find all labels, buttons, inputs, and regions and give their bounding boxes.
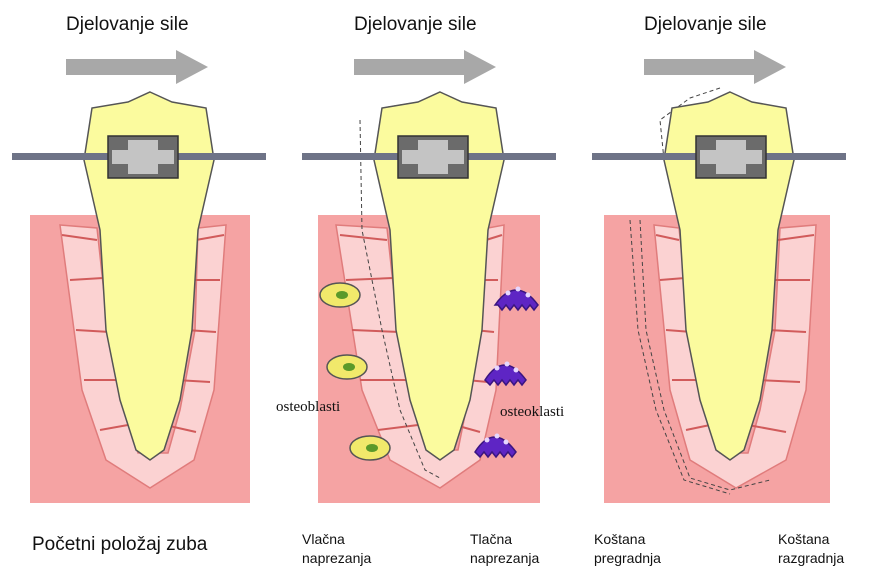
label-osteoblasts: osteoblasti bbox=[276, 399, 340, 416]
bracket bbox=[696, 136, 766, 178]
caption-bone-resorption: Koštana razgradnja bbox=[778, 530, 844, 568]
osteoblast-cell bbox=[327, 355, 367, 379]
force-arrow bbox=[354, 50, 504, 84]
osteoblast-cell bbox=[320, 283, 360, 307]
osteoblast-cell bbox=[350, 436, 390, 460]
tooth-diagram bbox=[580, 80, 870, 510]
tooth-diagram bbox=[0, 80, 290, 510]
force-title: Djelovanje sile bbox=[66, 14, 189, 36]
bracket bbox=[108, 136, 178, 178]
panel-force-applied: Djelovanje sile bbox=[290, 0, 580, 578]
force-arrow bbox=[644, 50, 794, 84]
bracket bbox=[398, 136, 468, 178]
force-title: Djelovanje sile bbox=[644, 14, 767, 36]
force-arrow bbox=[66, 50, 216, 84]
panel-remodeling: Djelovanje sile Koštana bbox=[580, 0, 870, 578]
panel-initial: Djelovanje sile Poče bbox=[0, 0, 290, 578]
caption-bone-formation: Koštana pregradnja bbox=[594, 530, 661, 568]
tooth-diagram bbox=[290, 80, 580, 510]
label-osteoclasts: osteoklasti bbox=[500, 404, 564, 421]
caption-compression: Tlačna naprezanja bbox=[470, 530, 539, 568]
force-title: Djelovanje sile bbox=[354, 14, 477, 36]
caption-tension: Vlačna naprezanja bbox=[302, 530, 371, 568]
caption-initial-position: Početni položaj zuba bbox=[32, 534, 207, 556]
